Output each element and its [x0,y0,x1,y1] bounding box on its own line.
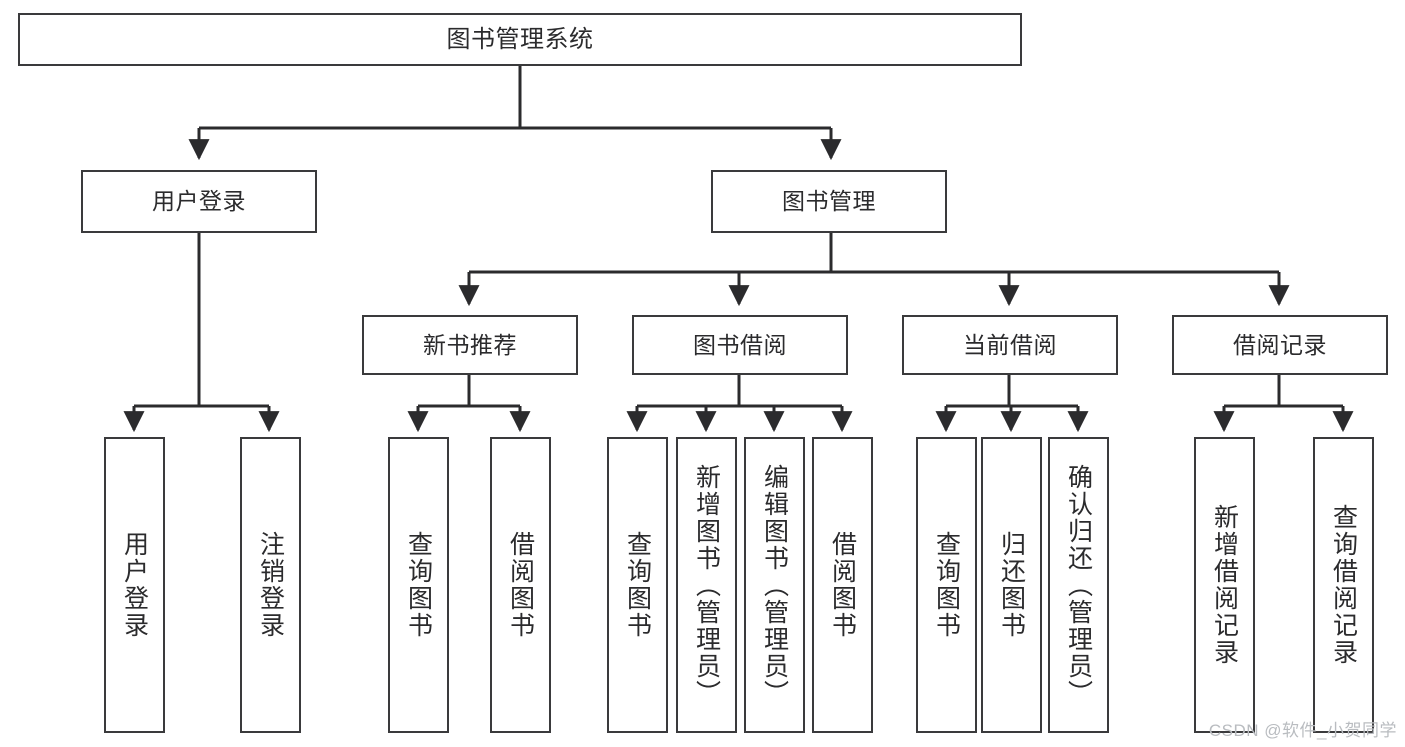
node-book-manage[interactable]: 图书管理 [711,170,947,233]
node-label: 新增借阅记录 [1210,504,1239,666]
node-current-borrow[interactable]: 当前借阅 [902,315,1118,375]
node-label: 借阅图书 [828,531,857,639]
node-label: 确认归还（管理员） [1064,463,1093,707]
node-label: 用户登录 [152,188,246,215]
node-label: 借阅图书 [506,531,535,639]
node-leaf-confirm-return[interactable]: 确认归还（管理员） [1048,437,1109,733]
node-leaf-query-book-3[interactable]: 查询图书 [916,437,977,733]
node-borrow-record[interactable]: 借阅记录 [1172,315,1388,375]
node-label: 编辑图书（管理员） [760,463,789,707]
node-leaf-query-book-1[interactable]: 查询图书 [388,437,449,733]
node-root-system[interactable]: 图书管理系统 [18,13,1022,66]
node-leaf-return-book[interactable]: 归还图书 [981,437,1042,733]
node-label: 查询借阅记录 [1329,504,1358,666]
watermark: CSDN @软件_小贺同学 [1208,721,1397,740]
node-label: 图书管理 [782,188,876,215]
node-label: 查询图书 [404,531,433,639]
node-label: 当前借阅 [963,331,1057,358]
node-leaf-edit-book[interactable]: 编辑图书（管理员） [744,437,805,733]
node-label: 新书推荐 [423,331,517,358]
node-user-login[interactable]: 用户登录 [81,170,317,233]
node-leaf-logout-login[interactable]: 注销登录 [240,437,301,733]
node-leaf-borrow-book-1[interactable]: 借阅图书 [490,437,551,733]
node-leaf-query-record[interactable]: 查询借阅记录 [1313,437,1374,733]
node-label: 查询图书 [932,531,961,639]
node-leaf-borrow-book-2[interactable]: 借阅图书 [812,437,873,733]
node-label: 图书借阅 [693,331,787,358]
node-label: 新增图书（管理员） [692,463,721,707]
node-leaf-add-book[interactable]: 新增图书（管理员） [676,437,737,733]
node-leaf-query-book-2[interactable]: 查询图书 [607,437,668,733]
node-label: 注销登录 [256,531,285,639]
node-leaf-add-record[interactable]: 新增借阅记录 [1194,437,1255,733]
node-label: 归还图书 [997,531,1026,639]
node-leaf-user-login[interactable]: 用户登录 [104,437,165,733]
node-book-borrow[interactable]: 图书借阅 [632,315,848,375]
node-label: 查询图书 [623,531,652,639]
node-new-book-recommend[interactable]: 新书推荐 [362,315,578,375]
node-label: 用户登录 [120,531,149,639]
node-label: 借阅记录 [1233,331,1327,358]
node-label: 图书管理系统 [446,25,594,53]
